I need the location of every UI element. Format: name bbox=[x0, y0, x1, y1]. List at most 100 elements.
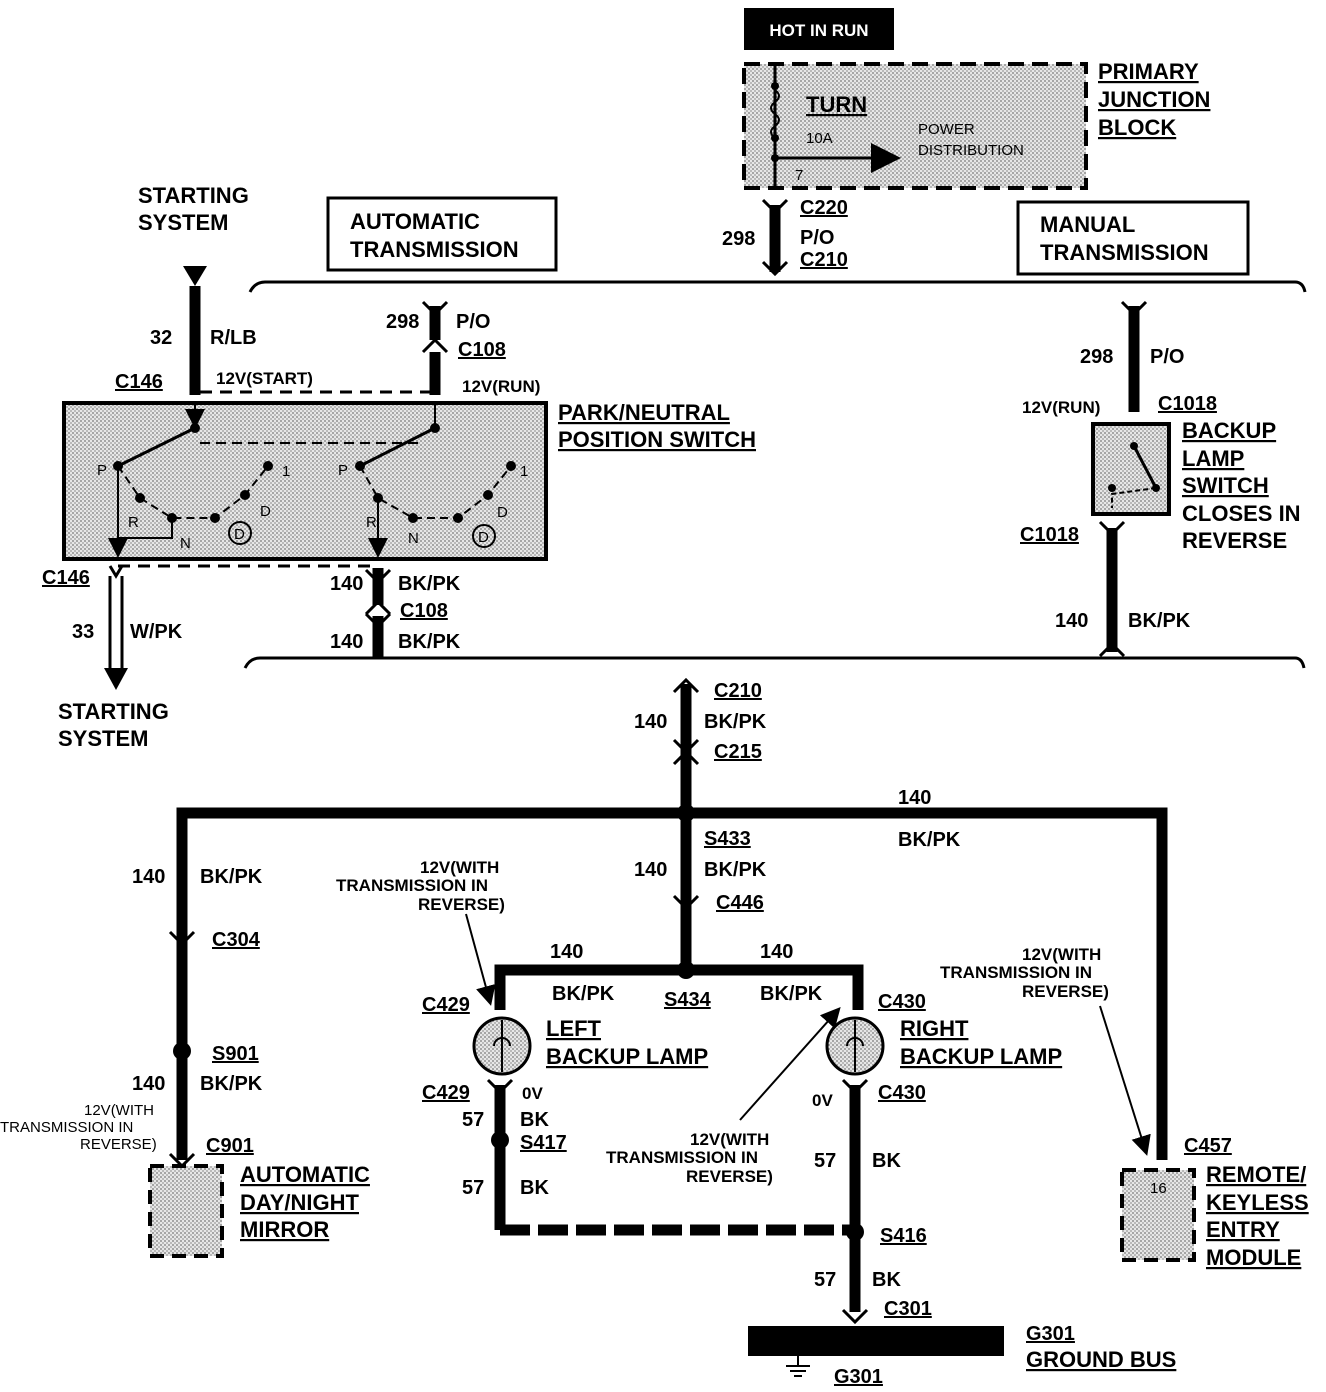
diagram-label: C146 bbox=[115, 371, 163, 393]
diagram-label: C430 bbox=[878, 1082, 926, 1104]
diagram-label: 16 bbox=[1150, 1180, 1167, 1197]
diagram-label: LAMP bbox=[1182, 446, 1244, 471]
diagram-label: 140 bbox=[760, 941, 793, 963]
diagram-label: N bbox=[408, 530, 419, 547]
diagram-label: 57 bbox=[462, 1177, 484, 1199]
diagram-label: R/LB bbox=[210, 327, 257, 349]
diagram-label: BK/PK bbox=[704, 711, 767, 733]
diagram-label: 140 bbox=[330, 631, 363, 653]
diagram-label: REMOTE/ bbox=[1206, 1162, 1306, 1187]
diagram-label: C304 bbox=[212, 929, 261, 951]
diagram-label: BACKUP bbox=[1182, 418, 1276, 443]
diagram-label: C430 bbox=[878, 991, 926, 1013]
diagram-label: AUTOMATIC bbox=[350, 209, 480, 234]
diagram-label: GROUND BUS bbox=[1026, 1347, 1176, 1372]
diagram-label: C210 bbox=[714, 680, 762, 702]
diagram-label: C1018 bbox=[1020, 524, 1079, 546]
diagram-label: C108 bbox=[458, 339, 506, 361]
backup-lamp-switch bbox=[1091, 422, 1171, 516]
diagram-label: G301 bbox=[1026, 1323, 1075, 1345]
diagram-label: 12V(START) bbox=[216, 369, 313, 388]
diagram-label: 12V(WITH bbox=[84, 1102, 154, 1119]
diagram-label: 10A bbox=[806, 130, 833, 147]
diagram-label: LEFT bbox=[546, 1016, 602, 1041]
diagram-label: C1018 bbox=[1158, 393, 1217, 415]
diagram-label: TRANSMISSION IN bbox=[336, 876, 488, 895]
right-backup-lamp bbox=[825, 1016, 885, 1076]
diagram-label: BK bbox=[872, 1269, 901, 1291]
diagram-label: BK/PK bbox=[200, 866, 263, 888]
diagram-label: SYSTEM bbox=[138, 210, 228, 235]
diagram-label: 32 bbox=[150, 327, 172, 349]
diagram-label: STARTING bbox=[58, 699, 169, 724]
diagram-label: MODULE bbox=[1206, 1245, 1301, 1270]
diagram-label: D bbox=[478, 529, 489, 546]
diagram-label: R bbox=[128, 514, 139, 531]
diagram-label: BACKUP LAMP bbox=[546, 1044, 708, 1069]
diagram-label: R bbox=[366, 514, 377, 531]
diagram-label: 140 bbox=[330, 573, 363, 595]
rke-module bbox=[1120, 1168, 1196, 1262]
diagram-label: P/O bbox=[800, 227, 834, 249]
diagram-label: S434 bbox=[664, 989, 712, 1011]
diagram-label: REVERSE bbox=[1182, 528, 1287, 553]
diagram-label: 140 bbox=[634, 711, 667, 733]
diagram-label: BK/PK bbox=[398, 573, 461, 595]
diagram-label: TRANSMISSION IN bbox=[0, 1119, 133, 1136]
diagram-label: 57 bbox=[462, 1109, 484, 1131]
mirror-module bbox=[148, 1164, 224, 1258]
diagram-label: PARK/NEUTRAL bbox=[558, 400, 730, 425]
diagram-label: S433 bbox=[704, 828, 751, 850]
diagram-label: D bbox=[260, 503, 271, 520]
diagram-label: 0V bbox=[812, 1091, 833, 1110]
diagram-label: REVERSE) bbox=[80, 1136, 157, 1153]
diagram-label: TRANSMISSION IN bbox=[606, 1148, 758, 1167]
park-neutral-switch: P R N D 1 D P R N D 1 D bbox=[62, 401, 548, 561]
diagram-label: BK/PK bbox=[398, 631, 461, 653]
diagram-label: 140 bbox=[634, 859, 667, 881]
diagram-label: 140 bbox=[898, 787, 931, 809]
diagram-label: P/O bbox=[1150, 346, 1184, 368]
left-backup-lamp bbox=[472, 1016, 532, 1076]
diagram-label: MIRROR bbox=[240, 1217, 329, 1242]
diagram-label: C429 bbox=[422, 994, 470, 1016]
diagram-label: C108 bbox=[400, 600, 448, 622]
diagram-label: 298 bbox=[386, 311, 419, 333]
diagram-label: 12V(RUN) bbox=[462, 377, 540, 396]
diagram-label: N bbox=[180, 535, 191, 552]
diagram-label: 140 bbox=[132, 866, 165, 888]
diagram-label: TRANSMISSION bbox=[350, 237, 519, 262]
diagram-label: SWITCH bbox=[1182, 473, 1269, 498]
diagram-label: C457 bbox=[1184, 1135, 1232, 1157]
diagram-label: 12V(WITH bbox=[1022, 945, 1101, 964]
hot-in-run-header: HOT IN RUN bbox=[744, 8, 894, 50]
diagram-label: PRIMARY bbox=[1098, 59, 1199, 84]
diagram-label: C429 bbox=[422, 1082, 470, 1104]
diagram-label: DAY/NIGHT bbox=[240, 1190, 360, 1215]
diagram-label: 298 bbox=[722, 228, 755, 250]
diagram-label: C210 bbox=[800, 249, 848, 271]
diagram-label: SYSTEM bbox=[58, 726, 148, 751]
diagram-label: BK/PK bbox=[200, 1073, 263, 1095]
diagram-label: RIGHT bbox=[900, 1016, 969, 1041]
diagram-label: BK bbox=[520, 1109, 549, 1131]
diagram-label: 1 bbox=[520, 463, 528, 480]
diagram-label: 12V(WITH bbox=[690, 1130, 769, 1149]
diagram-label: KEYLESS bbox=[1206, 1190, 1309, 1215]
diagram-label: BACKUP LAMP bbox=[900, 1044, 1062, 1069]
diagram-label: BK bbox=[872, 1150, 901, 1172]
diagram-label: P/O bbox=[456, 311, 490, 333]
diagram-label: 57 bbox=[814, 1269, 836, 1291]
primary-junction-block: TURN 10A 7 POWER DISTRIBUTION bbox=[742, 62, 1088, 190]
diagram-label: CLOSES IN bbox=[1182, 501, 1301, 526]
diagram-label: ENTRY bbox=[1206, 1217, 1280, 1242]
diagram-label: DISTRIBUTION bbox=[918, 142, 1024, 159]
diagram-label: REVERSE) bbox=[418, 895, 505, 914]
ground-bus bbox=[748, 1326, 1004, 1356]
diagram-label: D bbox=[234, 526, 245, 543]
diagram-label: HOT IN RUN bbox=[769, 21, 868, 40]
diagram-label: 33 bbox=[72, 621, 94, 643]
diagram-label: D bbox=[497, 504, 508, 521]
diagram-label: POSITION SWITCH bbox=[558, 427, 756, 452]
